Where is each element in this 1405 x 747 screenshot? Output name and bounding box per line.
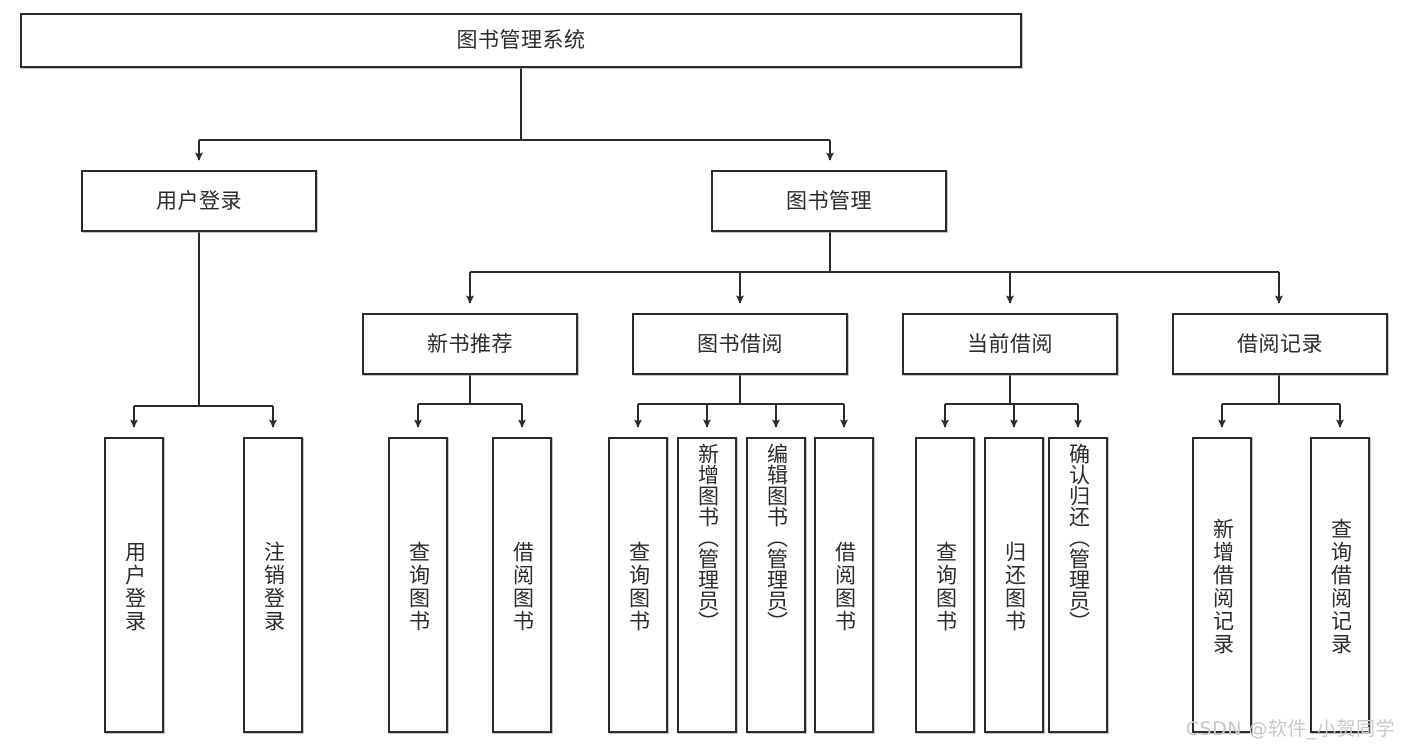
node-leaf-user-login[interactable]: 用户登录 <box>104 437 164 733</box>
node-new-book-recommend[interactable]: 新书推荐 <box>362 313 578 375</box>
node-root[interactable]: 图书管理系统 <box>20 13 1022 68</box>
node-borrow-record[interactable]: 借阅记录 <box>1172 313 1388 375</box>
node-leaf-borrow-book-2[interactable]: 借阅图书 <box>814 437 874 733</box>
node-leaf-edit-book-admin[interactable]: 编辑图书（管理员） <box>746 437 806 733</box>
node-leaf-query-book-3-label: 查询图书 <box>933 541 958 633</box>
node-root-label: 图书管理系统 <box>456 28 586 53</box>
node-book-management-label: 图书管理 <box>786 188 872 213</box>
node-leaf-query-book-2[interactable]: 查询图书 <box>608 437 668 733</box>
node-new-book-recommend-label: 新书推荐 <box>427 331 513 356</box>
node-leaf-borrow-book-1[interactable]: 借阅图书 <box>492 437 552 733</box>
node-leaf-logout-login[interactable]: 注销登录 <box>243 437 303 733</box>
node-leaf-return-book-label: 归还图书 <box>1002 541 1027 633</box>
node-leaf-add-book-admin[interactable]: 新增图书（管理员） <box>677 437 737 733</box>
node-leaf-query-book-1[interactable]: 查询图书 <box>388 437 448 733</box>
node-book-borrow-label: 图书借阅 <box>697 331 783 356</box>
node-book-borrow[interactable]: 图书借阅 <box>632 313 848 375</box>
csdn-watermark: CSDN @软件_小贺同学 <box>1185 718 1395 740</box>
node-user-login-label: 用户登录 <box>156 188 242 213</box>
node-leaf-user-login-label: 用户登录 <box>122 541 147 633</box>
node-leaf-borrow-book-1-label: 借阅图书 <box>510 541 535 633</box>
node-leaf-borrow-book-2-label: 借阅图书 <box>832 541 857 633</box>
node-leaf-query-borrow-record-label: 查询借阅记录 <box>1328 518 1353 656</box>
node-leaf-query-book-3[interactable]: 查询图书 <box>915 437 975 733</box>
node-leaf-return-book[interactable]: 归还图书 <box>984 437 1044 733</box>
node-leaf-add-borrow-record-label: 新增借阅记录 <box>1210 518 1235 656</box>
node-current-borrow[interactable]: 当前借阅 <box>902 313 1118 375</box>
node-leaf-confirm-return-admin[interactable]: 确认归还（管理员） <box>1048 437 1108 733</box>
node-leaf-query-book-1-label: 查询图书 <box>406 541 431 633</box>
node-leaf-add-book-admin-label: 新增图书（管理员） <box>695 443 720 632</box>
node-user-login[interactable]: 用户登录 <box>81 170 317 232</box>
node-current-borrow-label: 当前借阅 <box>967 331 1053 356</box>
node-leaf-logout-login-label: 注销登录 <box>261 541 286 633</box>
node-book-management[interactable]: 图书管理 <box>711 170 947 232</box>
node-leaf-query-borrow-record[interactable]: 查询借阅记录 <box>1310 437 1370 733</box>
node-leaf-query-book-2-label: 查询图书 <box>626 541 651 633</box>
node-borrow-record-label: 借阅记录 <box>1237 331 1323 356</box>
node-leaf-add-borrow-record[interactable]: 新增借阅记录 <box>1192 437 1252 733</box>
node-leaf-edit-book-admin-label: 编辑图书（管理员） <box>764 443 789 632</box>
node-leaf-confirm-return-admin-label: 确认归还（管理员） <box>1066 443 1091 632</box>
